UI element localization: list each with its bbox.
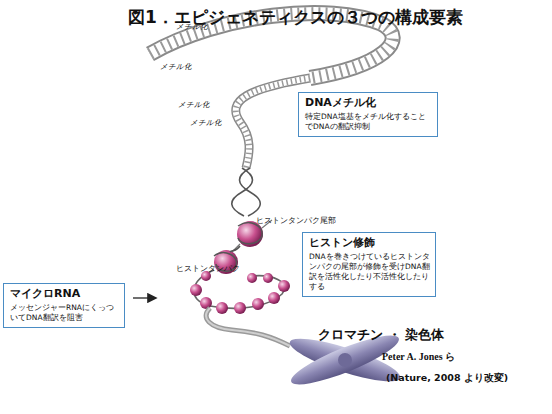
callout-box: マイクロRNA メッセンジャーRNAにくっついてDNA翻訳を阻害 bbox=[3, 283, 125, 328]
callout-box: ヒストン修飾 DNAを巻きつけているヒストンタンパクの尾部が修飾を受けDNA翻訳を… bbox=[302, 232, 436, 297]
double-helix bbox=[232, 168, 261, 216]
part-label: クロマチン ・ 染色体 bbox=[318, 326, 444, 344]
methylation-mark: メチル化 bbox=[178, 100, 210, 110]
dna-ladder bbox=[150, 13, 393, 168]
box-heading: DNAメチル化 bbox=[305, 96, 432, 110]
methylation-mark: メチル化 bbox=[176, 22, 208, 32]
part-label: ヒストンタンパク尾部 bbox=[256, 216, 336, 226]
source-note: (Nature, 2008 より改変) bbox=[386, 372, 508, 385]
author-note: Peter A. Jones ら bbox=[382, 350, 455, 364]
box-body: DNAを巻きつけているヒストンタンパクの尾部が修飾を受けDNA翻訳を活性化したり… bbox=[309, 252, 430, 292]
methylation-mark: メチル化 bbox=[160, 62, 192, 72]
pointer-arrow bbox=[133, 297, 155, 298]
part-label: ヒストンタンパク bbox=[176, 264, 240, 274]
chromatin-fiber bbox=[190, 270, 290, 346]
box-body: 特定DNA塩基をメチル化することでDNAの翻訳抑制 bbox=[305, 112, 432, 132]
callout-box: DNAメチル化特定DNA塩基をメチル化することでDNAの翻訳抑制 bbox=[298, 92, 438, 137]
box-body: メッセンジャーRNAにくっついてDNA翻訳を阻害 bbox=[10, 303, 119, 323]
box-heading: マイクロRNA bbox=[10, 287, 119, 301]
methylation-mark: メチル化 bbox=[190, 118, 222, 128]
box-heading: ヒストン修飾 bbox=[309, 236, 430, 250]
